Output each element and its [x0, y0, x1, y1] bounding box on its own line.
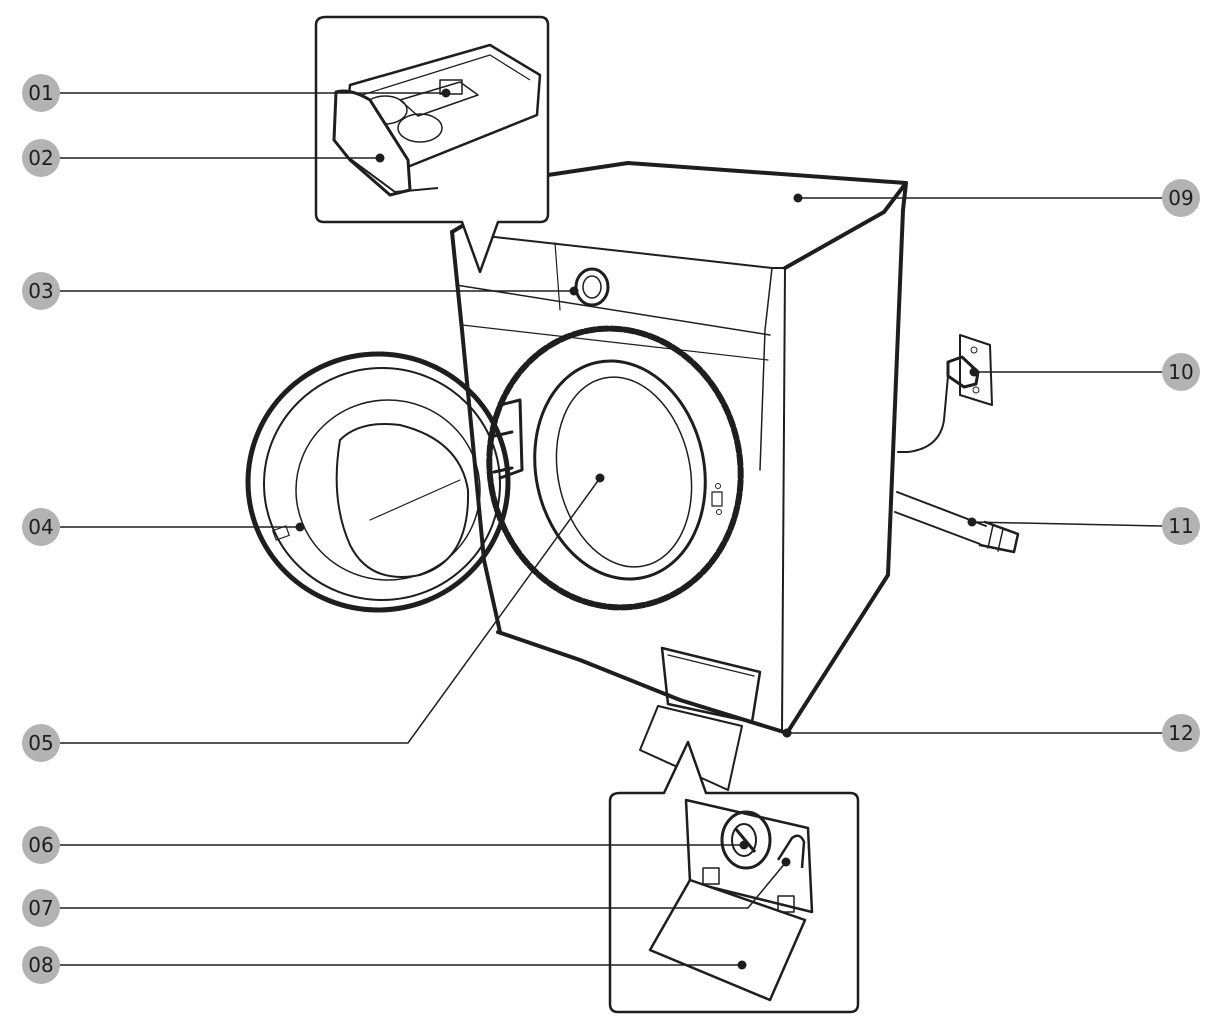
- callout-03: 03: [22, 272, 579, 310]
- callout-04: 04: [22, 508, 305, 546]
- drum: [486, 325, 744, 611]
- callout-number-01: 01: [28, 81, 53, 105]
- callout-09: 09: [793, 179, 1200, 217]
- filter-housing: [684, 798, 814, 914]
- callout-05: 05: [22, 473, 605, 762]
- inset-detergent-drawer: [314, 15, 550, 274]
- callout-08: 08: [22, 946, 747, 984]
- control-knob: [574, 267, 610, 307]
- leader-dot-10: [969, 367, 979, 377]
- power-plug: [897, 334, 993, 453]
- cabinet: [450, 161, 908, 735]
- callout-badge-05: [22, 724, 60, 762]
- filter-cover: [648, 878, 807, 1002]
- inset-filter: [608, 740, 860, 1014]
- callout-number-12: 12: [1168, 721, 1193, 745]
- callout-number-10: 10: [1168, 360, 1193, 384]
- callout-number-08: 08: [28, 953, 53, 977]
- callout-07: 07: [22, 857, 791, 927]
- callout-number-06: 06: [28, 833, 53, 857]
- leader-dot-11: [967, 517, 977, 527]
- callout-number-02: 02: [28, 146, 53, 170]
- callout-11: 11: [967, 507, 1200, 545]
- leader-dot-06: [739, 840, 749, 850]
- callout-number-11: 11: [1168, 514, 1193, 538]
- leader-dot-05: [595, 473, 605, 483]
- leader-dot-12: [782, 728, 792, 738]
- leader-dot-04: [295, 522, 305, 532]
- callout-badge-08: [22, 946, 60, 984]
- callout-02: 02: [22, 139, 385, 177]
- callout-12: 12: [782, 714, 1200, 752]
- callout-number-07: 07: [28, 896, 53, 920]
- callout-badge-07: [22, 889, 60, 927]
- leader-dot-02: [375, 153, 385, 163]
- callout-badge-02: [22, 139, 60, 177]
- callout-10: 10: [969, 353, 1200, 391]
- leader-dot-07: [781, 857, 791, 867]
- leader-dot-03: [569, 286, 579, 296]
- callout-badge-06: [22, 826, 60, 864]
- callout-labels: 01 02 03 04 05 06 07 08 09 10 11 12: [22, 74, 1200, 984]
- callout-badge-01: [22, 74, 60, 112]
- callout-number-03: 03: [28, 279, 53, 303]
- callout-number-09: 09: [1168, 186, 1193, 210]
- washing-machine-line-art: [245, 161, 1020, 791]
- filter-cover-panel: [639, 646, 762, 791]
- callout-number-04: 04: [28, 515, 53, 539]
- leader-dot-01: [441, 88, 451, 98]
- detergent-drawer: [332, 43, 542, 197]
- callout-01: 01: [22, 74, 451, 112]
- leader-dot-08: [737, 960, 747, 970]
- leader-line-11: [971, 521, 1163, 527]
- leader-dot-09: [793, 193, 803, 203]
- callout-badge-03: [22, 272, 60, 310]
- callout-badge-09: [1162, 179, 1200, 217]
- callout-badge-12: [1162, 714, 1200, 752]
- callout-number-05: 05: [28, 731, 53, 755]
- leader-line-07: [60, 861, 787, 909]
- leader-line-05: [60, 477, 601, 744]
- callout-06: 06: [22, 826, 749, 864]
- callout-badge-04: [22, 508, 60, 546]
- callout-badge-11: [1162, 507, 1200, 545]
- callout-badge-10: [1162, 353, 1200, 391]
- door: [245, 351, 524, 613]
